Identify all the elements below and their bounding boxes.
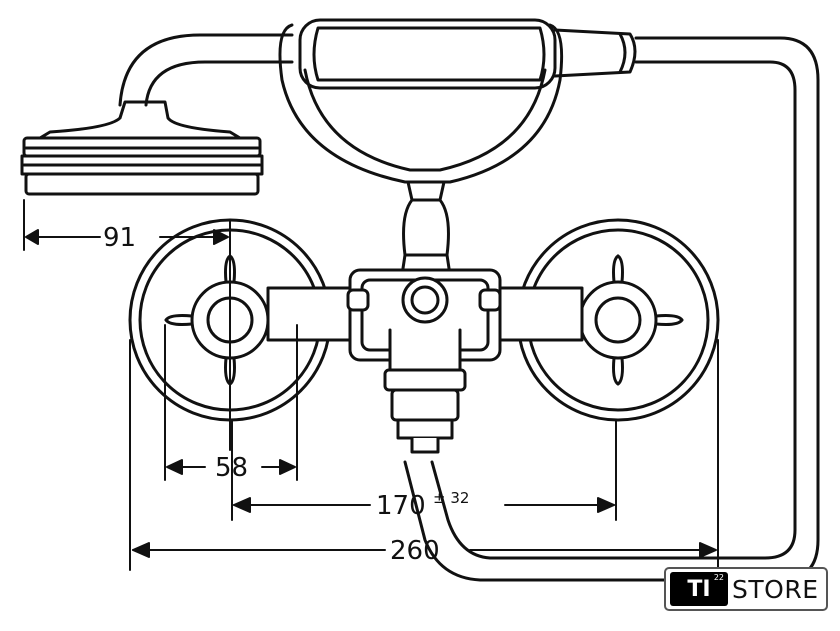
stem [400,180,452,277]
dimension-260: 260 [390,536,440,566]
cradle [278,18,637,184]
logo-superscript: 22 [713,573,724,582]
dimension-tolerance: ± 32 [433,489,469,507]
dimension-91: 91 [103,223,136,253]
dimension-58: 58 [215,453,248,483]
handshower [20,100,264,196]
dimension-lines [23,199,719,571]
body [266,268,584,454]
dimension-170: 170 [376,491,426,521]
logo-mark-text: TI [687,576,711,602]
logo-text: STORE [732,574,819,604]
